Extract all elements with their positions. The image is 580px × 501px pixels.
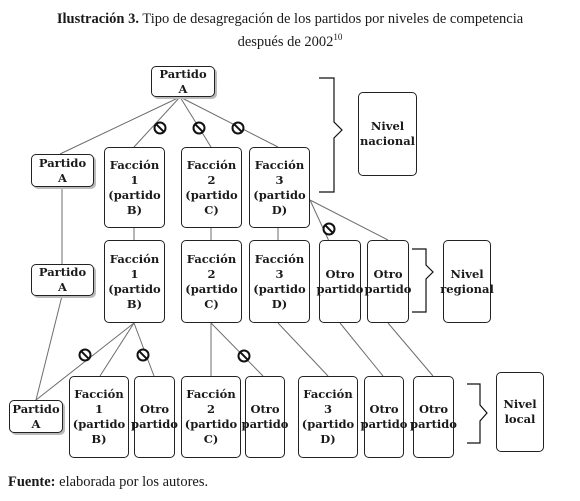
nacional-brace: [319, 77, 343, 193]
prohibited-icon: [237, 349, 251, 363]
link-top-partido: [59, 96, 181, 155]
node-nacional-faccion-3: Facción 3 (partido D): [249, 147, 310, 228]
prohibited-icon: [78, 348, 92, 362]
figure-caption: Ilustración 3. Tipo de desagregación de …: [0, 8, 580, 54]
link-f3-f3-loc: [277, 322, 329, 377]
node-nacional-faccion-2: Facción 2 (partido C): [181, 147, 242, 228]
link-otro2-loc: [387, 322, 434, 377]
link-f1-f1-loc: [99, 322, 135, 377]
link-otro1-loc: [339, 322, 384, 377]
node-nacional-faccion-1: Facción 1 (partido B): [104, 147, 165, 228]
node-local-faccion-2: Facción 2 (partido C): [181, 376, 241, 458]
node-local-otro-partido-1: Otro partido: [131, 376, 178, 458]
node-local-otro-partido-3: Otro partido: [361, 376, 407, 458]
node-local-otro-partido-2: Otro partido: [242, 376, 288, 458]
node-regional-faccion-3: Facción 3 (partido D): [249, 240, 310, 323]
node-regional-partido-a: Partido A: [31, 264, 94, 296]
node-regional-otro-partido-2: Otro partido: [365, 240, 411, 323]
link-f2-otro-loc: [210, 322, 264, 377]
prohibited-icon: [192, 121, 206, 135]
link-top-f1: [133, 96, 181, 148]
link-top-f2: [179, 96, 212, 148]
caption-title-line2: después de 2002: [237, 34, 334, 50]
node-top-partido-a: Partido A: [151, 66, 215, 97]
prohibited-icon: [231, 121, 245, 135]
level-regional-label: Nivel regional: [440, 240, 494, 323]
prohibited-icon: [136, 348, 150, 362]
node-regional-faccion-1: Facción 1 (partido B): [104, 240, 165, 323]
caption-title-line1: Tipo de desagregación de los partidos po…: [142, 11, 524, 27]
node-regional-otro-partido-1: Otro partido: [317, 240, 363, 323]
node-regional-faccion-2: Facción 2 (partido C): [181, 240, 242, 323]
local-brace: [467, 383, 488, 444]
link-partido-reg-loc: [35, 295, 63, 401]
regional-brace: [412, 248, 434, 313]
prohibited-icon: [322, 222, 336, 236]
level-nacional-label: Nivel nacional: [358, 92, 417, 176]
node-nacional-partido-a: Partido A: [31, 154, 94, 187]
figure-source: Fuente: elaborada por los autores.: [8, 474, 208, 491]
link-top-f3: [179, 96, 279, 148]
link-f3-otro2: [309, 199, 389, 241]
node-local-partido-a: Partido A: [9, 400, 63, 433]
prohibited-icon: [153, 121, 167, 135]
source-text: elaborada por los autores.: [59, 474, 209, 490]
level-local-label: Nivel local: [496, 372, 544, 452]
caption-label: Ilustración 3.: [56, 11, 139, 27]
node-local-otro-partido-4: Otro partido: [410, 376, 457, 458]
caption-footnote: 10: [333, 32, 343, 43]
node-local-faccion-1: Facción 1 (partido B): [69, 376, 129, 458]
source-label: Fuente:: [8, 474, 56, 490]
node-local-faccion-3: Facción 3 (partido D): [298, 376, 358, 458]
